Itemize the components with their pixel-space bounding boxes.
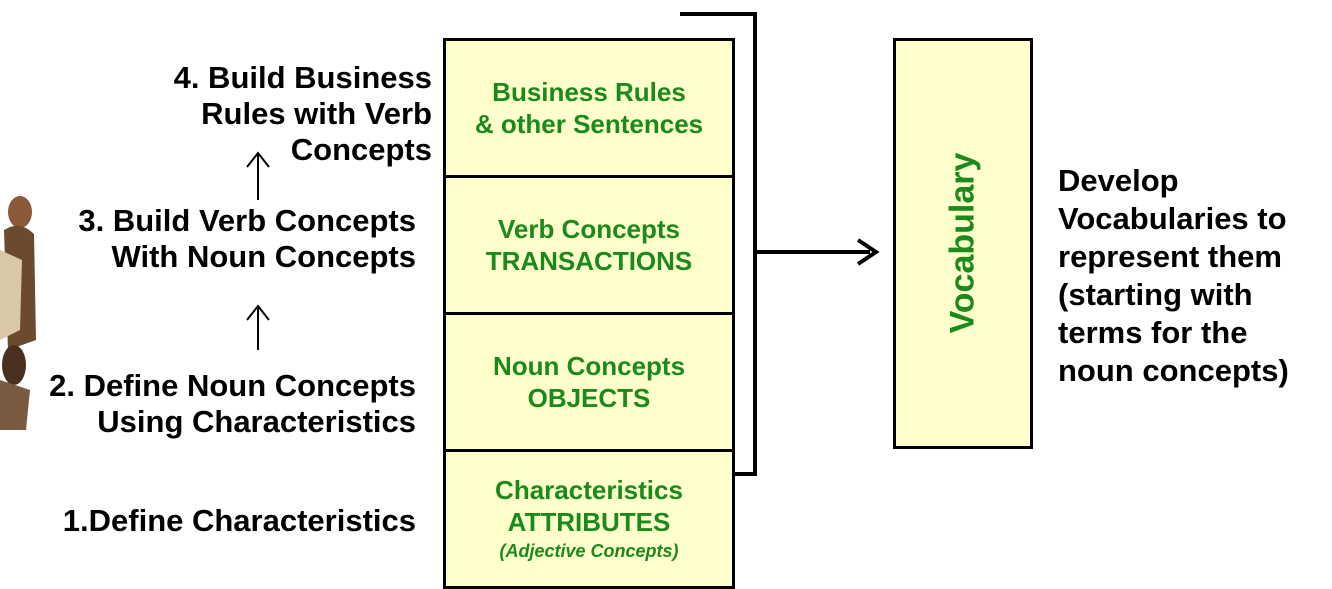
step-2-line-2: Using Characteristics <box>97 404 416 439</box>
characteristics-box: Characteristics ATTRIBUTES (Adjective Co… <box>443 449 735 589</box>
vocabulary-box <box>893 38 1033 449</box>
business-rules-title: Business Rules <box>492 77 686 107</box>
bracket-line <box>680 12 757 476</box>
step-3-line-2: With Noun Concepts <box>111 239 416 274</box>
step-2-line-1: 2. Define Noun Concepts <box>49 368 416 403</box>
step-4-line-1: 4. Build Business <box>173 60 432 95</box>
noun-concepts-subtitle: OBJECTS <box>527 383 651 413</box>
step-2-label: 2. Define Noun Concepts Using Characteri… <box>49 368 416 440</box>
step-4-line-2: Rules with Verb <box>201 96 432 131</box>
develop-line-3: represent them <box>1058 239 1282 274</box>
characteristics-title: Characteristics <box>495 475 683 505</box>
develop-vocabularies-text: Develop Vocabularies to represent them (… <box>1058 162 1332 390</box>
step-1-line-1: 1.Define Characteristics <box>62 503 416 538</box>
develop-line-2: Vocabularies to <box>1058 201 1287 236</box>
step-4-line-3: Concepts <box>290 132 432 167</box>
noun-concepts-title: Noun Concepts <box>492 351 686 381</box>
business-rules-box: Business Rules & other Sentences <box>443 38 735 178</box>
vocabulary-arrow-head <box>856 238 880 266</box>
person-photo <box>0 196 36 430</box>
step-1-label: 1.Define Characteristics <box>63 503 416 539</box>
noun-concepts-box: Noun Concepts OBJECTS <box>443 312 735 452</box>
step-4-label: 4. Build Business Rules with Verb Concep… <box>174 60 432 168</box>
characteristics-subtitle: ATTRIBUTES <box>507 507 671 537</box>
business-rules-subtitle: & other Sentences <box>474 109 704 139</box>
step-3-label: 3. Build Verb Concepts With Noun Concept… <box>78 203 416 275</box>
develop-line-4: (starting with <box>1058 277 1253 312</box>
verb-concepts-title: Verb Concepts <box>497 214 681 244</box>
up-arrow-3-to-4 <box>246 151 270 200</box>
verb-concepts-box: Verb Concepts TRANSACTIONS <box>443 175 735 315</box>
develop-line-1: Develop <box>1058 163 1179 198</box>
characteristics-note: (Adjective Concepts) <box>499 541 679 561</box>
develop-line-5: terms for the <box>1058 315 1248 350</box>
step-3-line-1: 3. Build Verb Concepts <box>78 203 416 238</box>
develop-line-6: noun concepts) <box>1058 353 1289 388</box>
verb-concepts-subtitle: TRANSACTIONS <box>485 246 693 276</box>
up-arrow-2-to-3 <box>246 304 270 350</box>
